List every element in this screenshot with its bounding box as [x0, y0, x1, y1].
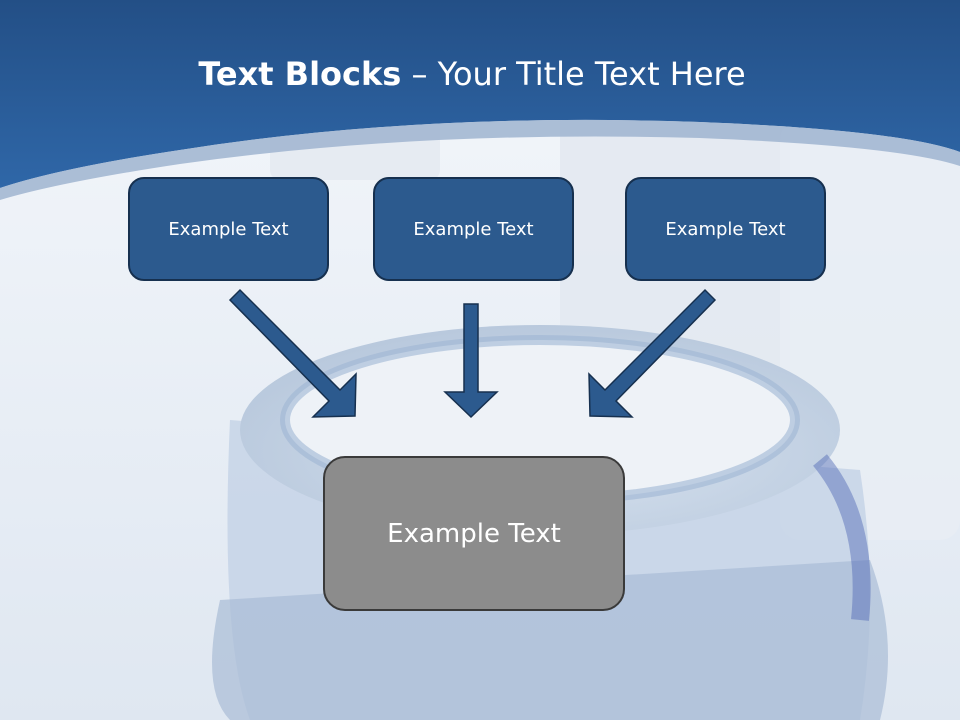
text-block-3[interactable]: Example Text: [625, 177, 826, 281]
text-block-1[interactable]: Example Text: [128, 177, 329, 281]
title-rest: – Your Title Text Here: [401, 55, 746, 93]
arrow-left: [228, 288, 357, 418]
text-block-2-label: Example Text: [413, 218, 534, 240]
arrow-right: [588, 288, 717, 418]
text-block-1-label: Example Text: [168, 218, 289, 240]
text-block-2[interactable]: Example Text: [373, 177, 574, 281]
text-block-3-label: Example Text: [665, 218, 786, 240]
title-bold: Text Blocks: [198, 55, 402, 93]
result-block[interactable]: Example Text: [323, 456, 625, 611]
result-block-label: Example Text: [387, 518, 561, 549]
slide-title: Text Blocks – Your Title Text Here: [0, 52, 944, 96]
arrow-center: [443, 303, 499, 419]
